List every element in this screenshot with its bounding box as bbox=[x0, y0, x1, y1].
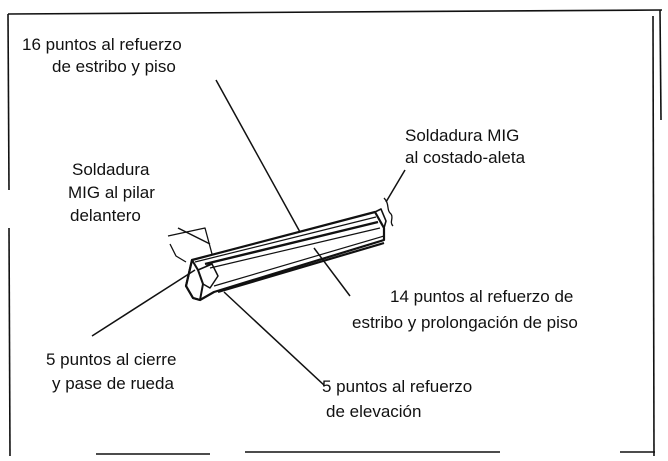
label-line: 5 puntos al refuerzo bbox=[322, 377, 473, 396]
label-line: 5 puntos al cierre bbox=[46, 350, 177, 369]
label-line: Soldadura bbox=[72, 160, 150, 179]
leader-lines bbox=[91, 79, 406, 387]
label-line: delantero bbox=[70, 206, 141, 225]
label-14-puntos-refuerzo-prolongacion-piso: 14 puntos al refuerzo de estribo y prolo… bbox=[352, 284, 578, 336]
label-line: al costado-aleta bbox=[405, 148, 526, 167]
sill-panel-part bbox=[167, 197, 394, 302]
label-line: 14 puntos al refuerzo de bbox=[390, 287, 574, 306]
label-line: MIG al pilar bbox=[68, 183, 155, 202]
label-line: de elevación bbox=[326, 402, 422, 421]
frame bbox=[7, 9, 663, 457]
label-line: y pase de rueda bbox=[52, 374, 174, 393]
label-soldadura-mig-pilar-delantero: Soldadura MIG al pilar delantero bbox=[68, 158, 155, 227]
label-5-puntos-refuerzo-elevacion: 5 puntos al refuerzo de elevación bbox=[322, 374, 472, 424]
label-16-puntos-refuerzo-estribo-piso: 16 puntos al refuerzo de estribo y piso bbox=[22, 34, 182, 78]
label-5-puntos-cierre-pase-rueda: 5 puntos al cierre y pase de rueda bbox=[46, 348, 176, 396]
label-line: estribo y prolongación de piso bbox=[352, 313, 578, 332]
label-line: de estribo y piso bbox=[52, 57, 176, 76]
label-line: 16 puntos al refuerzo bbox=[22, 35, 182, 54]
label-soldadura-mig-costado-aleta: Soldadura MIG al costado-aleta bbox=[405, 125, 525, 169]
label-line: Soldadura MIG bbox=[405, 126, 520, 145]
